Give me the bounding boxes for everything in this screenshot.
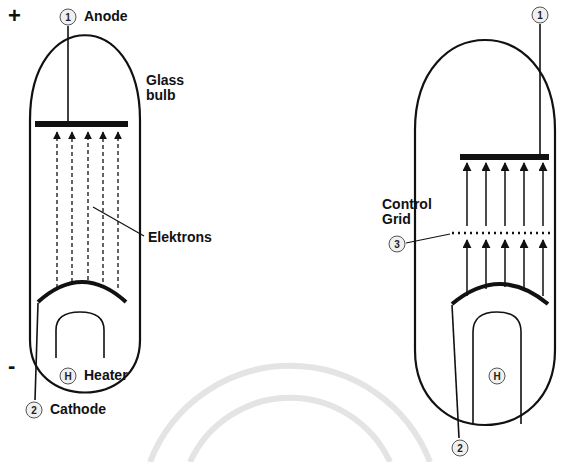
triode-tube (406, 24, 555, 438)
cathode-lead (452, 305, 459, 438)
callout-number: 1 (60, 9, 77, 26)
part-name: Control Grid (382, 197, 444, 228)
polarity-sign: + (8, 4, 21, 28)
cathode (38, 282, 126, 302)
part-name: Elektrons (148, 230, 212, 245)
cathode (452, 284, 548, 304)
part-name: Cathode (50, 402, 106, 417)
grid-lead (406, 234, 450, 243)
anode-lead (67, 26, 69, 122)
callout-number: 2 (26, 402, 43, 419)
electron-flow (467, 163, 543, 296)
anode-plate (460, 154, 549, 160)
part-name: Heater (84, 368, 128, 383)
glass-bulb (30, 35, 140, 392)
cathode-lead (35, 303, 38, 400)
callout-number: H (60, 368, 77, 385)
watermark-arc (150, 366, 430, 462)
control-grid (452, 232, 550, 235)
callout-number: H (489, 368, 506, 385)
heater (56, 312, 104, 358)
part-name: Anode (84, 9, 128, 24)
anode-plate (35, 121, 128, 127)
part-name: Glass bulb (146, 73, 196, 104)
leader-line (93, 207, 144, 236)
callout-number: 1 (532, 7, 549, 24)
heater (473, 312, 521, 424)
callout-number: 2 (452, 440, 469, 457)
polarity-sign: - (8, 354, 15, 378)
diode-tube (30, 26, 144, 400)
anode-lead (539, 24, 541, 155)
electron-flow (57, 132, 118, 288)
callout-number: 3 (389, 236, 406, 253)
glass-bulb (415, 40, 555, 425)
